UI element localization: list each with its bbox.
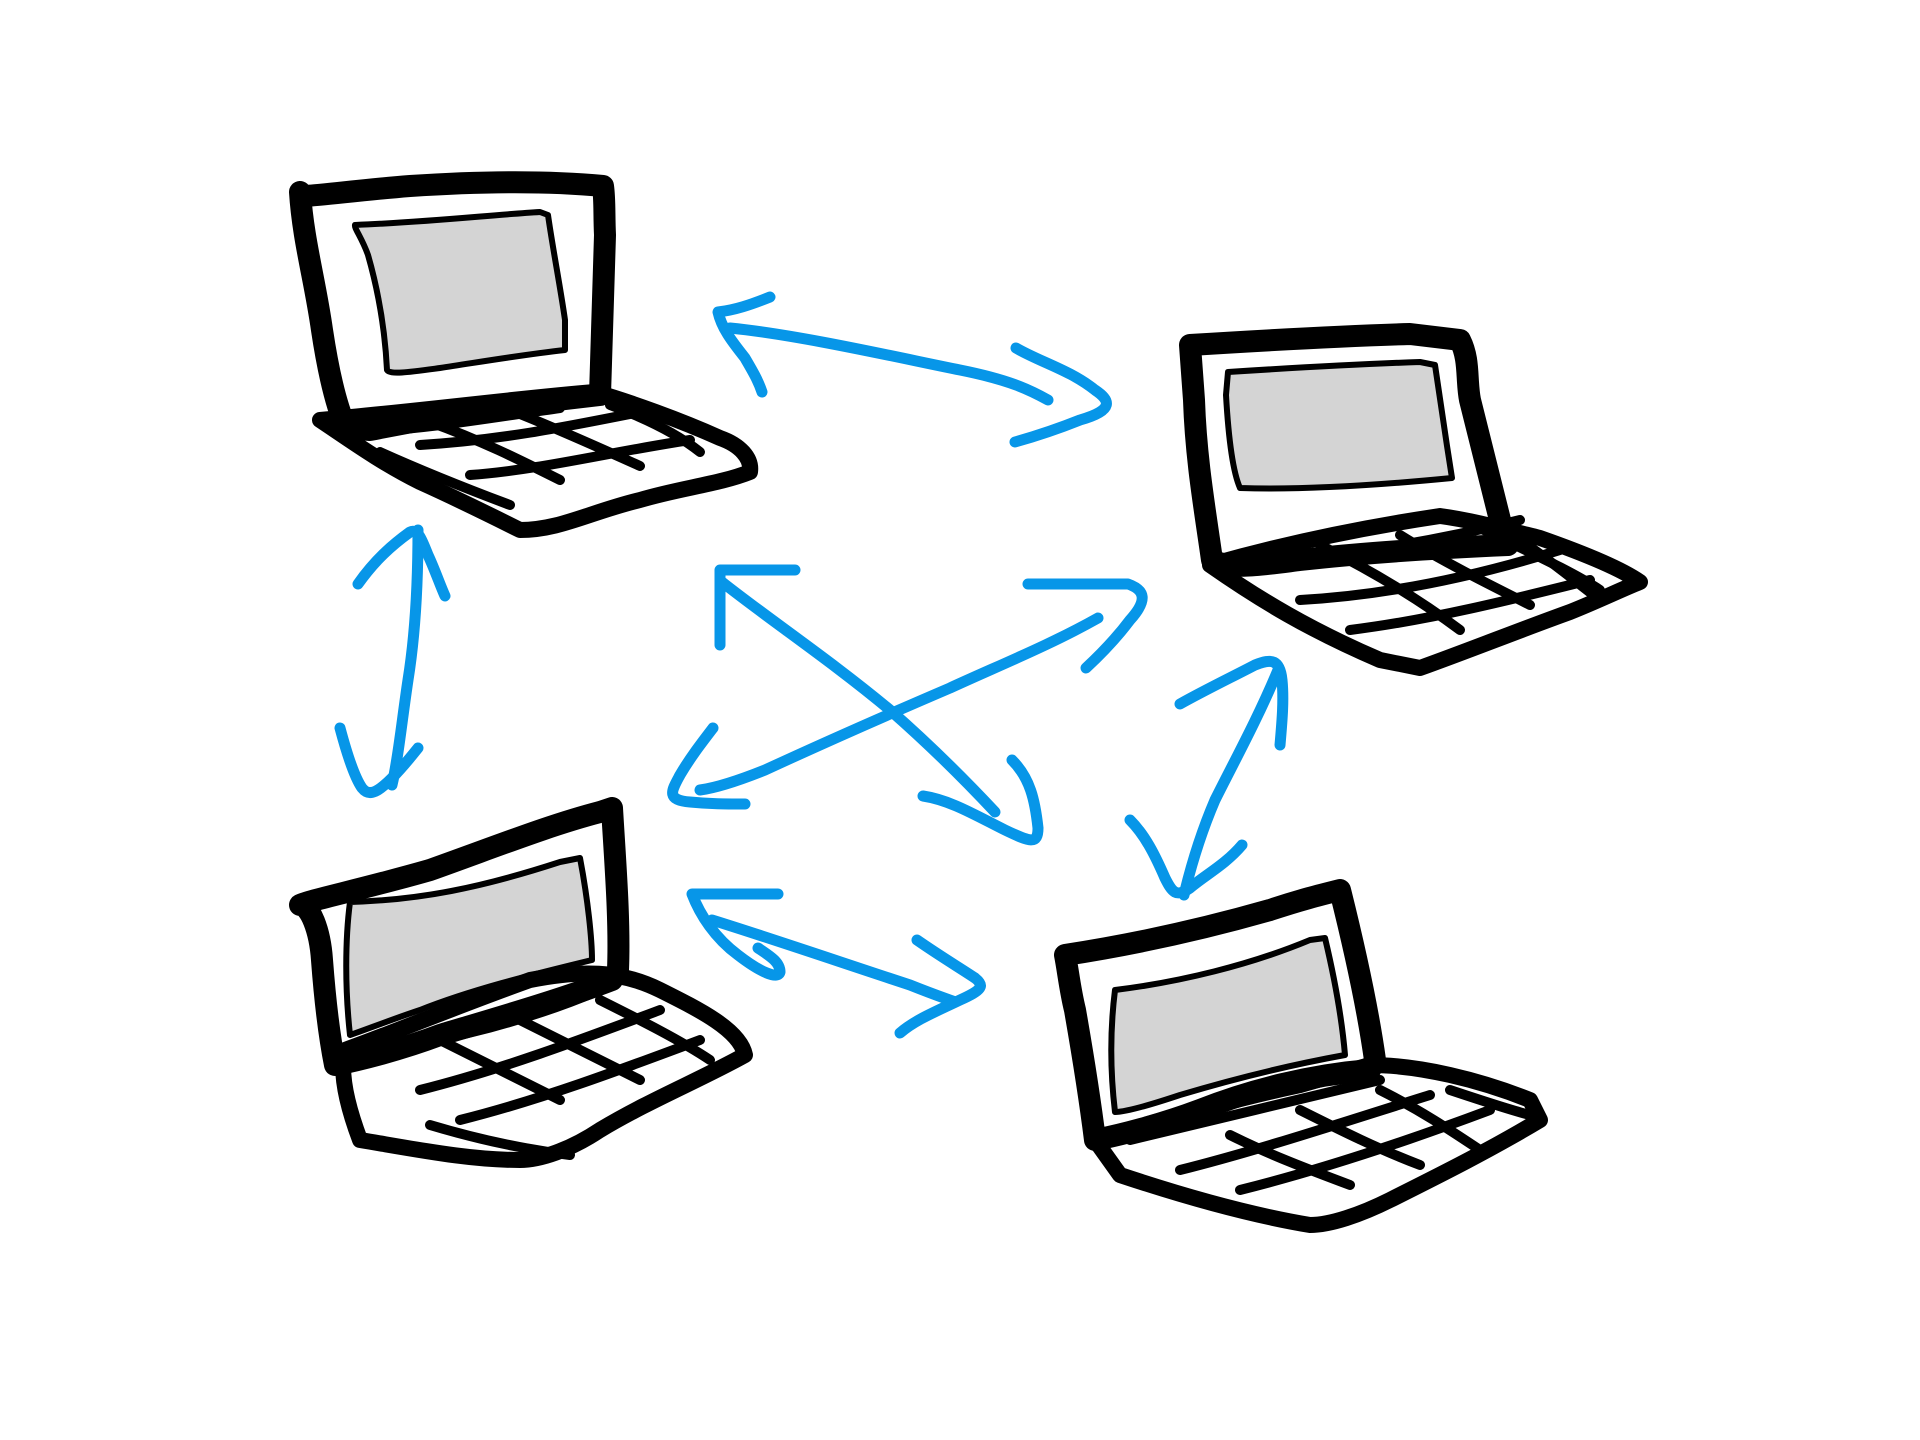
- arrow-bottom-left-to-bottom-right: [686, 888, 986, 1039]
- laptop-icon: [289, 797, 753, 1168]
- laptop-icon: [1179, 323, 1648, 676]
- arrowhead-up: [352, 525, 451, 602]
- laptop-keyboard-keys: [375, 985, 715, 1160]
- arrowhead-up-left: [714, 564, 801, 651]
- laptop-keyboard-keys: [1265, 515, 1605, 635]
- laptop-base: [1087, 1057, 1548, 1233]
- laptop-bottom-right: [1054, 879, 1548, 1233]
- laptop-screen: [351, 209, 568, 376]
- connection-arrows: [334, 291, 1289, 1039]
- laptop-base: [1202, 508, 1648, 676]
- laptop-bottom-left: [289, 797, 753, 1168]
- arrow-top-left-to-bottom-left: [334, 524, 451, 798]
- arrowhead-down-left: [667, 722, 751, 810]
- arrowhead-down: [1124, 814, 1248, 899]
- arrow-top-left-to-bottom-right: [714, 564, 1044, 846]
- laptop-base: [335, 965, 753, 1168]
- laptop-icon: [289, 171, 759, 538]
- arrow-top-right-to-bottom-right: [1124, 655, 1289, 901]
- arrowhead-up: [1174, 655, 1289, 751]
- arrowhead-down-right: [917, 754, 1044, 846]
- arrowhead-left: [712, 291, 776, 398]
- laptop-screen: [1108, 935, 1348, 1115]
- laptop-screen: [1223, 359, 1455, 492]
- laptop-keyboard-keys: [1125, 1075, 1535, 1195]
- laptop-top-left: [289, 171, 759, 538]
- arrowhead-right: [894, 934, 986, 1039]
- arrow-top-right-to-bottom-left: [667, 578, 1148, 810]
- laptop-icon: [1054, 879, 1548, 1233]
- arrow-top-left-to-top-right: [712, 291, 1112, 448]
- arrowhead-left: [686, 888, 786, 981]
- arrowhead-right: [1009, 342, 1112, 448]
- arrowhead-down: [334, 722, 424, 798]
- arrowhead-up-right: [1022, 578, 1148, 674]
- laptop-base: [312, 384, 759, 538]
- laptop-top-right: [1179, 323, 1648, 676]
- laptop-keyboard-keys: [355, 400, 705, 510]
- laptop-lid: [289, 797, 630, 1076]
